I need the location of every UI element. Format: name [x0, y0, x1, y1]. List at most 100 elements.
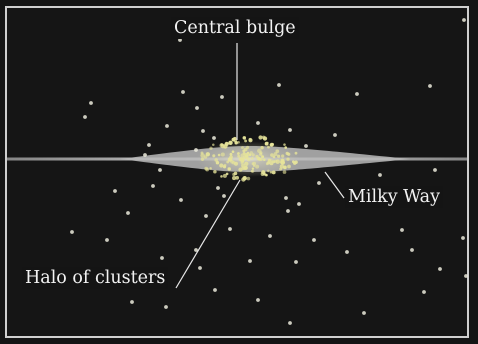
bulge-cluster-dot: [227, 167, 232, 171]
bulge-cluster-dot: [240, 153, 245, 158]
bulge-cluster-dot: [261, 155, 265, 159]
bulge-cluster-dot: [231, 137, 236, 142]
bulge-cluster-dot: [282, 170, 287, 174]
halo-cluster-dot: [428, 84, 432, 88]
halo-cluster-dot: [105, 238, 109, 242]
bulge-cluster-dot: [272, 155, 276, 159]
bulge-cluster-dot: [273, 152, 278, 157]
halo-cluster-dot: [164, 305, 168, 309]
bulge-cluster-dot: [205, 167, 210, 172]
halo-cluster-dot: [410, 248, 414, 252]
bulge-cluster-dot: [209, 167, 212, 170]
bulge-cluster-dot: [248, 137, 252, 142]
halo-cluster-dot: [83, 115, 87, 119]
bulge-cluster-dot: [203, 155, 208, 159]
bulge-cluster-group: [200, 135, 298, 182]
halo-cluster-dot: [194, 248, 198, 252]
bulge-cluster-dot: [251, 167, 255, 170]
bulge-cluster-dot: [283, 143, 286, 146]
halo-cluster-dot: [256, 298, 260, 302]
bulge-cluster-dot: [226, 160, 230, 164]
bulge-cluster-dot: [237, 141, 240, 144]
bulge-cluster-dot: [242, 176, 247, 181]
halo-cluster-dot: [256, 121, 260, 125]
halo-cluster-dot: [130, 300, 134, 304]
bulge-cluster-dot: [213, 169, 217, 174]
bulge-cluster-dot: [258, 135, 263, 140]
halo-cluster-dot: [304, 144, 308, 148]
bulge-cluster-dot: [220, 175, 223, 178]
halo-cluster-dot: [333, 133, 337, 137]
bulge-cluster-dot: [270, 142, 274, 146]
bulge-cluster-dot: [244, 139, 248, 143]
bulge-cluster-dot: [215, 160, 220, 165]
pointer-halo: [175, 179, 241, 289]
bulge-cluster-dot: [220, 152, 225, 157]
bulge-cluster-dot: [248, 153, 252, 156]
bulge-cluster-dot: [234, 161, 238, 166]
bulge-cluster-dot: [270, 159, 273, 162]
bulge-cluster-dot: [267, 158, 272, 162]
bulge-cluster-dot: [232, 176, 237, 181]
bulge-cluster-dot: [205, 152, 211, 157]
bulge-cluster-dot: [223, 144, 228, 149]
halo-cluster-dot: [248, 259, 252, 263]
bulge-cluster-dot: [222, 173, 227, 178]
bulge-cluster-dot: [246, 145, 250, 150]
halo-cluster-dot: [378, 173, 382, 177]
bulge-cluster-dot: [217, 153, 221, 157]
bulge-cluster-dot: [287, 164, 291, 169]
bulge-cluster-dot: [240, 161, 244, 165]
halo-cluster-dot: [345, 250, 349, 254]
halo-cluster-dot: [288, 321, 292, 325]
bulge-cluster-dot: [281, 154, 285, 158]
bulge-cluster-dot: [251, 169, 255, 173]
bulge-cluster-dot: [209, 146, 213, 150]
bulge-cluster-dot: [238, 156, 244, 162]
halo-cluster-dot: [195, 106, 199, 110]
bulge-cluster-dot: [237, 154, 241, 158]
bulge-cluster-dot: [286, 157, 290, 161]
bulge-cluster-dot: [243, 165, 248, 170]
bulge-cluster-dot: [237, 151, 240, 155]
bulge-cluster-dot: [229, 152, 233, 156]
bulge-cluster-dot: [263, 158, 266, 161]
bulge-cluster-dot: [251, 157, 254, 160]
halo-cluster-dot: [201, 129, 205, 133]
halo-cluster-dot: [317, 181, 321, 185]
bulge-cluster-dot: [259, 151, 263, 155]
halo-cluster-dot: [198, 266, 202, 270]
bulge-cluster-dot: [244, 161, 249, 166]
halo-cluster-dot: [126, 211, 130, 215]
halo-cluster-dot: [181, 90, 185, 94]
halo-cluster-dot: [213, 288, 217, 292]
bulge-cluster-dot: [200, 153, 205, 158]
bulge-cluster-dot: [271, 170, 276, 175]
halo-cluster-dot: [194, 148, 198, 152]
halo-cluster-dot: [268, 234, 272, 238]
bulge-cluster-dot: [260, 172, 265, 176]
bulge-cluster-dot: [270, 153, 274, 157]
bulge-cluster-dot: [246, 176, 251, 181]
bulge-cluster-dot: [275, 159, 280, 164]
bulge-cluster-dot: [251, 162, 255, 166]
bulge-cluster-dot: [227, 157, 233, 162]
bulge-cluster-dot: [287, 152, 291, 156]
halo-cluster-dot: [70, 230, 74, 234]
bulge-cluster-dot: [260, 146, 264, 150]
bulge-cluster-dot: [267, 145, 270, 149]
bulge-cluster-dot: [242, 149, 246, 153]
bulge-cluster-dot: [276, 154, 281, 158]
halo-cluster-dot: [288, 128, 292, 132]
bulge-cluster-dot: [255, 164, 260, 169]
bulge-cluster-dot: [212, 143, 215, 146]
halo-cluster-dot: [212, 136, 216, 140]
halo-cluster-dot: [220, 95, 224, 99]
bulge-cluster-dot: [246, 157, 251, 162]
halo-cluster-dot: [147, 143, 151, 147]
halo-cluster-dot: [228, 227, 232, 231]
halo-cluster-dot: [294, 260, 298, 264]
halo-cluster-dot: [461, 236, 465, 240]
halo-cluster-dot: [438, 267, 442, 271]
